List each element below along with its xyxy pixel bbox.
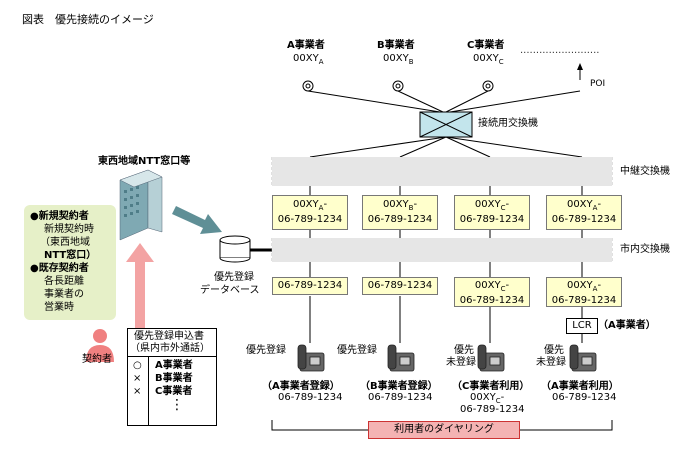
phone-d-status-2: 未登録 [536,357,566,368]
phone-c-status-2: 未登録 [446,357,476,368]
phone-a-number: 06-789-1234 [278,392,343,403]
subscriber-person-icon [86,329,114,362]
ntt-building-icon [119,169,163,241]
relay-number-c: 00XYC- 06-789-1234 [454,195,530,230]
connection-switch-icon [419,111,473,138]
poi-arrowhead [577,63,583,70]
notes-line-1a: 新規契約時 [44,224,94,235]
phone-a-status: 優先登録 [246,345,286,356]
more-carriers-dots: ......................... [520,45,600,56]
local-switch-label: 市内交換機 [620,244,670,255]
notes-line-1b: （東西地域 [40,237,90,248]
phone-d-status-1: 優先 [544,345,564,356]
registration-form: 優先登録申込書 （県内市外通話） ○ A事業者 × B事業者 × C事業者 ⋮ [127,328,217,426]
line-switch-relay-3 [445,136,491,158]
form-row-2-text: B事業者 [155,373,193,384]
carrier-a-code: 00XYA [293,53,324,66]
form-title-1: 優先登録申込書 [134,331,204,342]
line-a-switch [307,90,441,113]
notes-line-2c: 営業時 [44,302,74,313]
phone-b-status: 優先登録 [337,345,377,356]
phone-c-status-1: 優先 [454,345,474,356]
notes-box: ●新規契約者 新規契約時 （東西地域 NTT窓口） ●既存契約者 各長距離 事業… [24,205,116,320]
phone-a-caption: （A事業者登録） [262,381,340,392]
local-number-b: 06-789-1234 [362,277,438,295]
form-row-2-mark: × [133,373,142,384]
line-poi-switch [449,90,581,113]
line-c-switch [445,90,489,113]
pink-arrow [126,243,154,340]
notes-line-2b: 事業者の [44,289,84,300]
line-switch-relay-4 [445,136,583,158]
phone-c-number: 00XYC- [470,392,505,405]
form-row-1-mark: ○ [133,360,142,371]
local-number-a2: 00XYA- 06-789-1234 [546,277,622,307]
form-row-1-text: A事業者 [155,360,193,371]
poi-label: POI [590,79,606,89]
local-number-a: 06-789-1234 [272,277,348,295]
local-switch-band [272,238,612,262]
teal-arrow [172,206,222,234]
figure-title: 図表 優先接続のイメージ [22,13,154,26]
dialing-banner: 利用者のダイヤリング [368,421,520,439]
notes-line-2a: 各長距離 [44,276,84,287]
carrier-a-name: A事業者 [287,40,325,51]
priority-db-label-2: データベース [200,285,260,296]
carrier-c-name: C事業者 [467,40,505,51]
lcr-note: （A事業者） [598,320,656,331]
phone-icons [297,344,597,372]
line-b-switch [397,90,444,113]
connection-switch-label: 接続用交換機 [478,118,538,129]
form-row-3-mark: × [133,386,142,397]
form-row-3-text: C事業者 [155,386,193,397]
phone-c-number2: 06-789-1234 [460,404,525,415]
notes-line-1c: NTT窓口） [44,250,97,261]
carrier-b-code: 00XYB [383,53,414,66]
notes-bullet-2: ●既存契約者 [30,263,89,274]
ntt-office-label: 東西地域NTT窓口等 [98,156,191,167]
priority-db-label-1: 優先登録 [214,272,254,283]
phone-b-caption: （B事業者登録） [360,381,438,392]
phone-d-number: 06-789-1234 [552,392,617,403]
notes-bullet-1: ●新規契約者 [30,211,89,222]
form-title-2: （県内市外通話） [130,343,210,354]
carrier-b-name: B事業者 [377,40,415,51]
relay-number-a: 00XYA- 06-789-1234 [272,195,348,230]
phone-c-caption: （C事業者利用） [452,381,530,392]
database-icon [219,235,251,263]
relay-switch-band [272,157,612,186]
relay-number-a2: 00XYA- 06-789-1234 [546,195,622,230]
phone-b-number: 06-789-1234 [368,392,433,403]
line-switch-relay-1 [309,136,447,158]
relay-number-b: 00XYB- 06-789-1234 [362,195,438,230]
line-switch-relay-2 [399,136,447,158]
local-number-c: 00XYC- 06-789-1234 [454,277,530,307]
phone-d-caption: （A事業者利用） [541,381,619,392]
subscriber-label: 契約者 [82,354,112,365]
relay-switch-label: 中継交換機 [620,166,670,177]
lcr-box: LCR [566,318,598,334]
carrier-c-code: 00XYC [473,53,504,66]
form-ellipsis: ⋮ [170,397,184,413]
